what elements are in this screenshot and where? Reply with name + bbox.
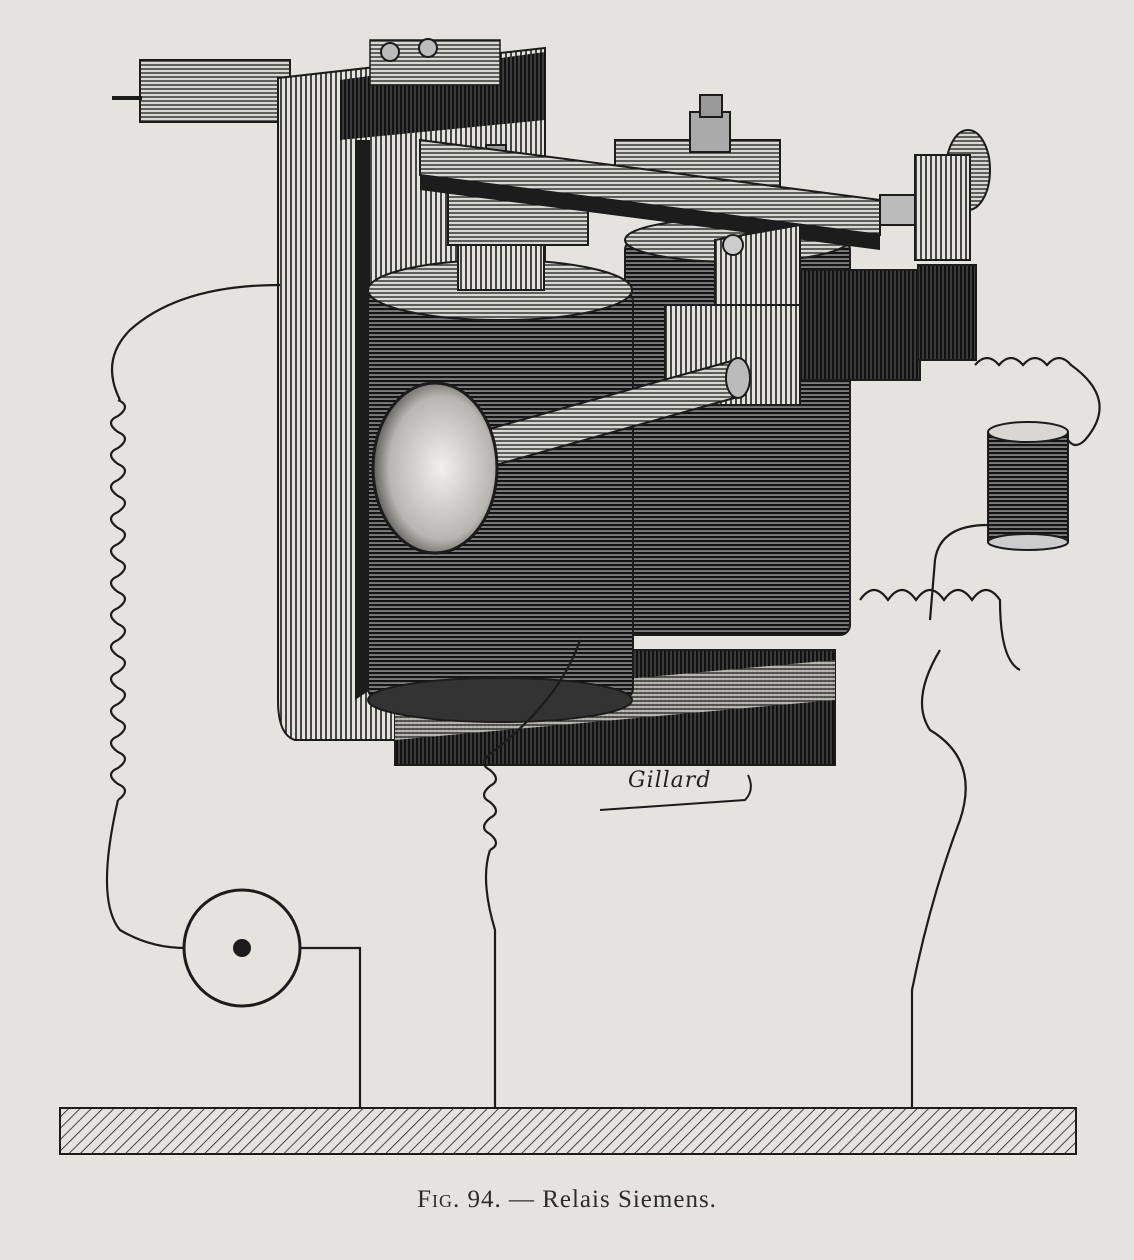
figure-title: Relais Siemens. xyxy=(542,1186,717,1213)
caption-separator: — xyxy=(508,1186,535,1213)
figure-caption: Fig. 94. — Relais Siemens. xyxy=(0,1186,1134,1214)
adjusting-knob xyxy=(371,357,751,555)
small-spool xyxy=(987,421,1069,551)
wires xyxy=(105,283,1101,1108)
galvanometer xyxy=(182,888,302,1008)
ground-bar xyxy=(59,1107,1077,1155)
figure-label: Fig. 94. xyxy=(417,1186,502,1213)
signature-flourish xyxy=(599,774,752,811)
pivot-clamp xyxy=(664,223,977,406)
front-coil xyxy=(367,144,634,723)
engraver-signature: Gillard xyxy=(628,768,712,793)
